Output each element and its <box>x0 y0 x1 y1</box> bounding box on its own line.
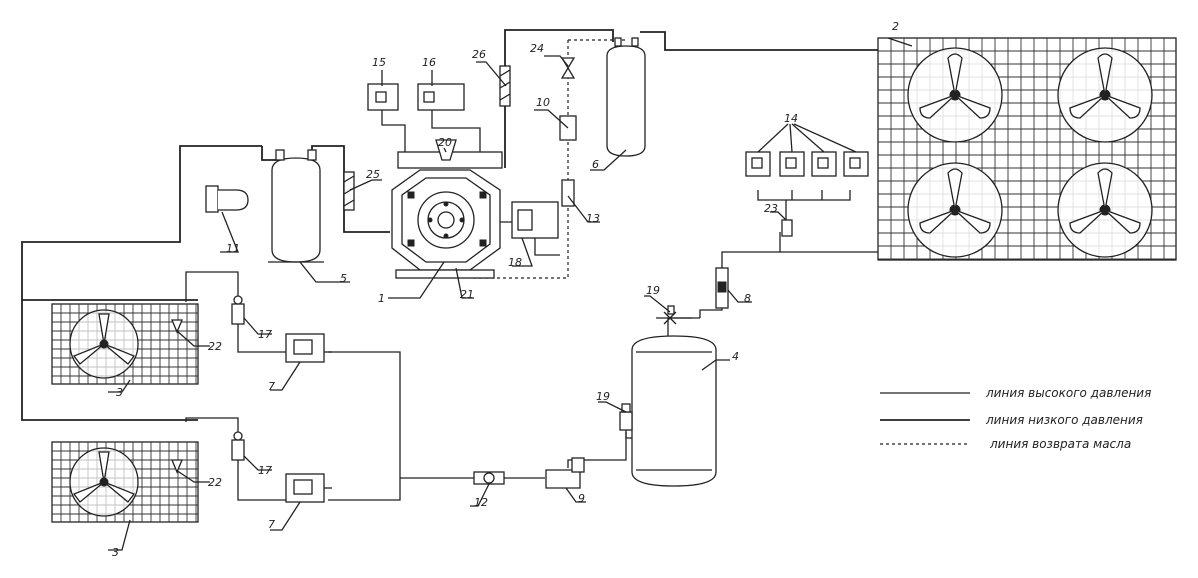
label-valve-19-upper: 19 <box>646 284 660 297</box>
condenser-unit <box>877 37 1177 261</box>
label-evaporator-lower: 3 <box>112 546 119 559</box>
label-pressure-switch-16: 16 <box>422 56 436 69</box>
callout-labels: 2 1 3 3 4 5 6 7 7 8 9 10 11 12 13 14 15 … <box>112 20 899 559</box>
label-sight-glass-26: 26 <box>472 48 486 61</box>
label-valve-19-lower: 19 <box>596 390 610 403</box>
liquid-receiver <box>631 335 717 487</box>
expansion-valve <box>231 295 245 325</box>
label-valve-24: 24 <box>530 42 544 55</box>
pressure-switch <box>367 83 399 111</box>
label-receiver: 4 <box>732 350 739 363</box>
label-accumulator: 5 <box>340 272 347 285</box>
label-item-22-lower: 22 <box>208 476 222 489</box>
legend: линия высокого давления линия низкого да… <box>880 386 1151 451</box>
condenser-fan <box>907 47 1003 143</box>
label-solenoid-lower: 7 <box>268 518 275 531</box>
label-condenser: 2 <box>892 20 899 33</box>
liquid-line-indicator <box>473 471 505 485</box>
legend-low-pressure-text: линия низкого давления <box>985 413 1143 427</box>
label-item-20: 20 <box>438 136 452 149</box>
receiver-outlet-valve <box>619 403 633 431</box>
compressor <box>391 139 503 279</box>
suction-accumulator <box>268 149 324 263</box>
legend-oil-return-text: линия возврата масла <box>989 437 1131 451</box>
label-sight-glass-8: 8 <box>744 292 751 305</box>
condenser-fan <box>907 162 1003 258</box>
label-item-23: 23 <box>764 202 778 215</box>
suction-sight-glass <box>343 171 355 211</box>
fan-pressure-switches <box>745 151 869 177</box>
condenser-fan <box>1057 162 1153 258</box>
label-evaporator-upper: 3 <box>116 386 123 399</box>
discharge-sight-glass <box>499 65 511 107</box>
label-expansion-lower: 17 <box>258 464 272 477</box>
label-sight-glass-25: 25 <box>366 168 380 181</box>
label-compressor: 1 <box>378 292 385 305</box>
label-item-21: 21 <box>460 288 474 301</box>
liquid-sight-glass <box>715 267 729 309</box>
oil-level-control <box>500 201 560 256</box>
label-oil-filter: 10 <box>536 96 550 109</box>
fan-switch-valve <box>781 219 793 237</box>
evaporator-lower <box>51 441 199 523</box>
label-oil-separator: 6 <box>592 158 599 171</box>
label-pressure-switch-15: 15 <box>372 56 386 69</box>
label-oil-solenoid: 13 <box>586 212 600 225</box>
label-solenoid-upper: 7 <box>268 380 275 393</box>
expansion-valve <box>231 431 245 461</box>
suction-filter <box>205 185 249 213</box>
solenoid-valve <box>285 333 332 363</box>
pressure-switch-dual <box>417 83 465 111</box>
label-expansion-upper: 17 <box>258 328 272 341</box>
label-oil-level: 18 <box>508 256 522 269</box>
filter-drier <box>545 457 585 489</box>
leader-lines <box>108 37 913 551</box>
label-suction-filter: 11 <box>226 242 240 255</box>
condenser-fan <box>1057 47 1153 143</box>
label-indicator-12: 12 <box>474 496 488 509</box>
evaporator-upper <box>51 303 199 385</box>
solenoid-valve <box>285 473 332 503</box>
label-item-22-upper: 22 <box>208 340 222 353</box>
oil-separator <box>606 37 646 157</box>
legend-high-pressure-text: линия высокого давления <box>985 386 1151 400</box>
label-filter-drier: 9 <box>578 492 585 505</box>
label-fan-switches: 14 <box>784 112 798 125</box>
piping <box>21 29 878 501</box>
receiver-inlet-valve <box>656 305 692 325</box>
